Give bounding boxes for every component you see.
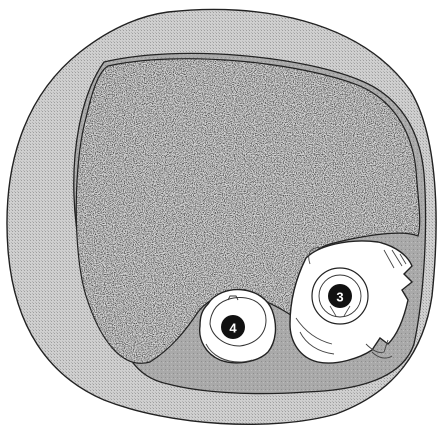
- callout-3-label: 3: [336, 290, 343, 305]
- fragment-4: 4: [200, 290, 276, 363]
- callout-4-label: 4: [229, 321, 237, 336]
